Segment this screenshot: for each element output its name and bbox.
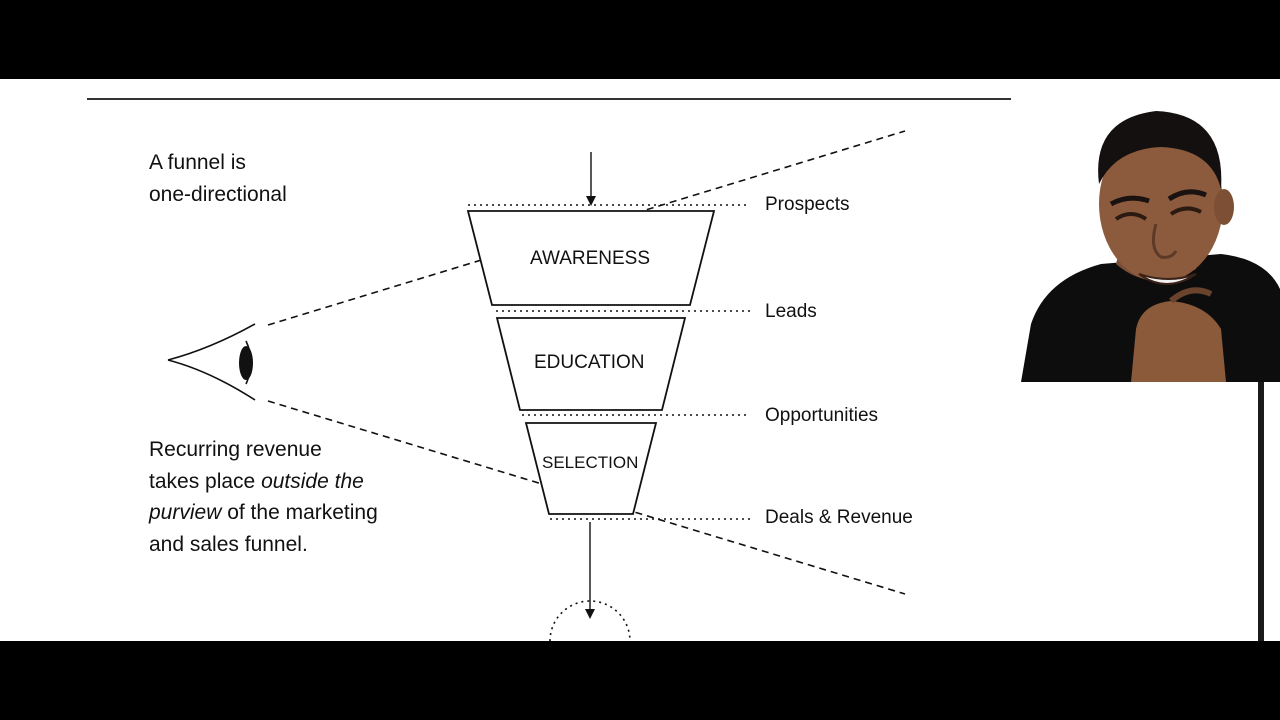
entry-arrow: [586, 152, 596, 206]
stage-awareness: [466, 210, 716, 306]
level-label-prospects: Prospects: [765, 194, 850, 215]
header-rule: [87, 98, 1011, 100]
recurring-line-3-emphasis: purview: [149, 501, 222, 524]
note-line-2: one-directional: [149, 182, 287, 206]
one-directional-note: A funnel is one-directional: [149, 147, 287, 210]
note-line-1: A funnel is: [149, 151, 246, 174]
letterbox-top: [0, 0, 1280, 79]
stage-label-education: EDUCATION: [534, 352, 645, 373]
stage-label-selection: SELECTION: [542, 453, 639, 472]
recurring-line-3-text: of the marketing: [221, 501, 378, 524]
recurring-line-2-emphasis: outside the: [261, 469, 364, 493]
lower-sight-line: [267, 400, 906, 595]
recurring-line-2-text: takes place: [149, 469, 262, 493]
outcome-circle: [549, 600, 631, 641]
stage-selection: [524, 422, 658, 515]
recurring-line-2: takes place outside the: [149, 466, 378, 498]
recurring-line-3: purview of the marketing: [149, 497, 378, 529]
webcam-overlay: [1021, 79, 1280, 382]
funnel-diagram: [167, 130, 906, 641]
eye-icon: [167, 323, 256, 401]
level-label-opportunities: Opportunities: [765, 405, 879, 426]
letterbox-bottom: [0, 641, 1280, 720]
level-label-leads: Leads: [765, 301, 817, 322]
exit-arrow: [585, 522, 595, 619]
level-label-deals: Deals & Revenue: [765, 507, 913, 528]
upper-sight-line: [267, 130, 906, 326]
recurring-line-4: and sales funnel.: [149, 532, 308, 556]
stage-education: [495, 317, 687, 411]
recurring-line-1: Recurring revenue: [149, 438, 322, 461]
presenter-video: [1021, 111, 1280, 382]
stage-label-awareness: AWARENESS: [530, 248, 651, 269]
recurring-revenue-note: Recurring revenue takes place outside th…: [149, 434, 378, 560]
